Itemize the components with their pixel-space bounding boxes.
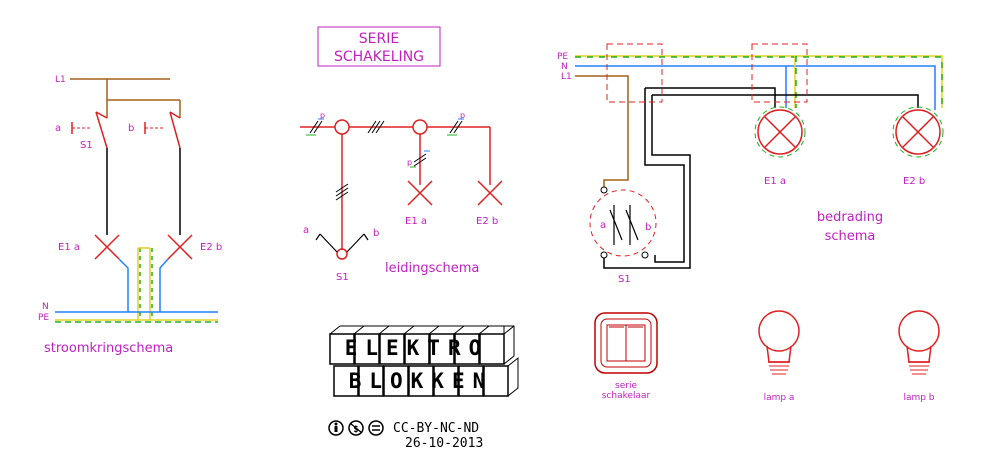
- stroomkring-s1-label: S1: [80, 140, 93, 151]
- bedradingschema: PE N L1 E1 a E2 b: [557, 43, 944, 285]
- symbol-switch-label-2: schakelaar: [602, 391, 651, 401]
- bedrading-switch-a-label: a: [600, 220, 606, 231]
- leiding-marker-3: p: [407, 158, 412, 167]
- bedrading-l1-label: L1: [561, 72, 572, 82]
- symbol-lamp-b-label: lamp b: [903, 393, 934, 403]
- logo-word-1: ELEKTRO: [345, 336, 490, 360]
- logo-license: CC-BY-NC-ND: [393, 421, 479, 436]
- title-box: SERIE SCHAKELING: [317, 26, 441, 67]
- bedrading-caption-line-2: schema: [825, 229, 876, 244]
- leiding-switch-a-label: a: [303, 225, 309, 236]
- symbol-lamp-a-label: lamp a: [764, 393, 795, 403]
- leiding-s1-label: S1: [336, 272, 349, 283]
- logo-word-2: BLOKKEN: [349, 369, 494, 393]
- leiding-lamp2-label: E2 b: [476, 216, 498, 227]
- stroomkring-switch-b-label: b: [128, 123, 134, 134]
- lamp-b-symbol: lamp b: [898, 310, 940, 403]
- logo-date: 26-10-2013: [405, 436, 483, 451]
- bedrading-s1-label: S1: [618, 274, 631, 285]
- title-line-1: SERIE: [359, 31, 399, 47]
- stroomkring-lamp1-label: E1 a: [58, 242, 80, 253]
- elektro-blokken-logo: ELEKTRO BLOKKEN $ CC-BY-NC-ND 26-10-2013: [328, 325, 519, 451]
- bedrading-lamp2-label: E2 b: [903, 176, 925, 187]
- bedrading-pe-label: PE: [557, 52, 568, 62]
- leiding-marker-2: p: [460, 111, 465, 120]
- stroomkring-caption: stroomkringschema: [44, 341, 173, 356]
- serie-schakelaar-symbol: serie schakelaar: [594, 312, 658, 401]
- symbol-switch-label-1: serie: [615, 381, 637, 391]
- cc-icons: $: [328, 420, 384, 436]
- bedrading-caption-line-1: bedrading: [817, 210, 883, 225]
- leiding-marker-1: p: [320, 111, 325, 120]
- stroomkring-l1-label: L1: [55, 75, 66, 85]
- bedrading-n-label: N: [561, 62, 568, 72]
- bedrading-lamp1-label: E1 a: [764, 176, 786, 187]
- lamp-a-symbol: lamp a: [758, 310, 800, 403]
- leiding-lamp1-label: E1 a: [405, 216, 427, 227]
- stroomkring-switch-a-label: a: [55, 123, 61, 134]
- stroomkring-n-label: N: [42, 302, 49, 312]
- stroomkring-pe-label: PE: [38, 313, 49, 323]
- stroomkringschema: L1 a S1 b E1 a E2 b: [38, 75, 222, 356]
- cc-nc-icon: $: [353, 425, 358, 435]
- leidingschema: p p a b S1 p E1 a E2 b lei: [300, 111, 503, 283]
- title-line-2: SCHAKELING: [334, 49, 424, 65]
- leiding-caption: leidingschema: [385, 261, 479, 276]
- bedrading-switch-b-label: b: [645, 222, 651, 233]
- leiding-switch-b-label: b: [373, 228, 379, 239]
- stroomkring-lamp2-label: E2 b: [200, 242, 222, 253]
